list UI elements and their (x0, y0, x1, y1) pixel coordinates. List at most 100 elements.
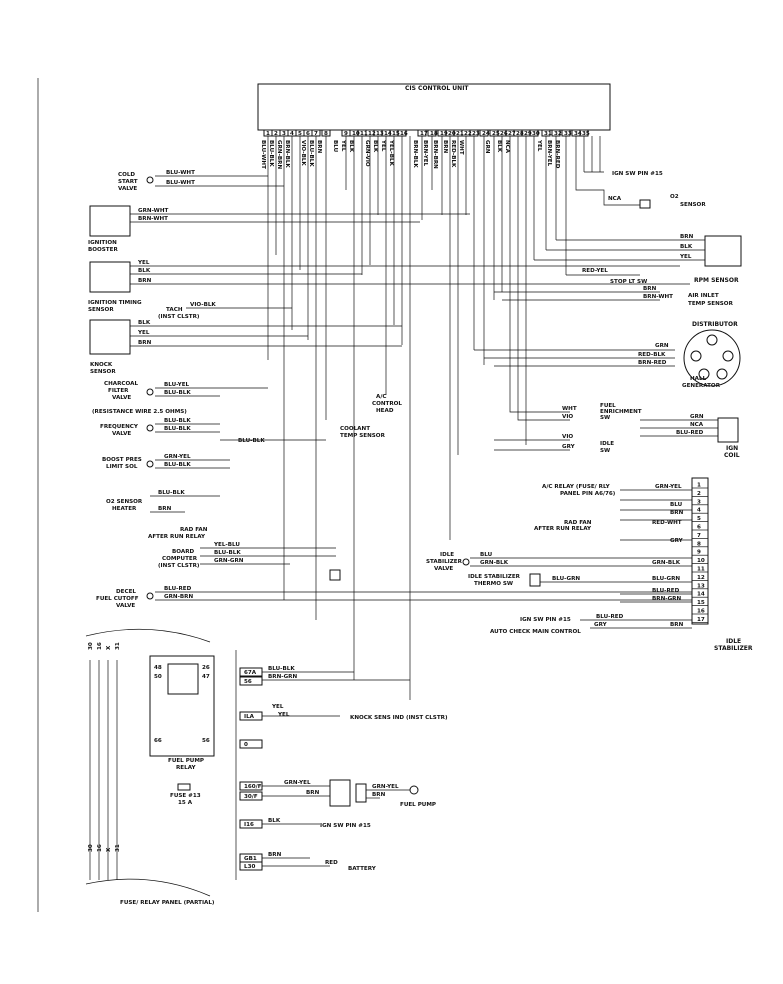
ecu-pin-number: 2 (274, 131, 278, 137)
relay-terminal-label: 30/F (244, 794, 258, 800)
relay-terminal-label: 0 (244, 742, 248, 748)
idle-blu: BLU (670, 502, 683, 508)
idle-pin-number: 15 (697, 600, 705, 606)
rpm-blk: BLK (680, 244, 693, 250)
charcoal-label-1: CHARCOAL (104, 381, 138, 387)
air-brn2: BRN-WHT (643, 294, 673, 300)
idle-valve-label-2: STABILIZER (426, 559, 463, 565)
rpm-brn: BRN (680, 234, 694, 240)
battery-red: RED (325, 860, 338, 866)
ecu-wire-label: YEL (536, 139, 542, 152)
ecu-pin-number: 29 (524, 131, 532, 137)
cold-start-valve-terminal (146, 176, 154, 184)
distributor-cap (683, 329, 741, 387)
freq-label-1: FREQUENCY (100, 424, 139, 430)
idle-pin-number: 9 (697, 550, 701, 556)
relay-coil (167, 663, 199, 695)
ign-sw-mid-label: IGN SW PIN #15 (520, 617, 571, 623)
ecu-wire-label: BLU-BLK (308, 140, 314, 167)
decel-label-3: VALVE (116, 603, 135, 609)
pump-out-brn: BRN (372, 792, 386, 798)
ac-head-label-3: HEAD (376, 408, 394, 414)
ign-booster-label-1: IGNITION (88, 240, 117, 246)
ecu-wire-label: BRN (442, 140, 448, 154)
idle-pin-number: 17 (697, 617, 705, 623)
panel-bottom-edge (85, 878, 211, 897)
ecu-pin-number: 21 (456, 131, 464, 137)
panel-pin-top: 31 (115, 642, 121, 650)
enrich-wire-1 (509, 400, 570, 413)
ecu-pin-number: 8 (324, 131, 328, 137)
ecu-pin-number: 4 (290, 131, 294, 137)
timing-sensor-label-1: IGNITION TIMING (88, 300, 142, 306)
boost-label-1: BOOST PRES (102, 457, 142, 463)
ecu-pin-number: 30 (532, 131, 540, 137)
freq-label-2: VALVE (112, 431, 131, 437)
coolant-label-1: COOLANT (340, 426, 370, 432)
auto-check-color: GRY (594, 622, 608, 628)
ecu-pin-number: 11 (360, 131, 368, 137)
ac-relay-color: GRN-YEL (655, 484, 682, 490)
idle-valve-label-3: VALVE (434, 566, 453, 572)
decel-terminal (146, 592, 154, 600)
ecu-pin-number: 13 (376, 131, 384, 137)
idle-brn: BRN (670, 510, 684, 516)
panel-pin-top: 30 (88, 642, 94, 650)
panel-pin-top: X (106, 645, 112, 650)
ecu-pin-number: 3 (282, 131, 286, 137)
ecu-wire-label: BRN-RED (554, 140, 560, 169)
idle-pin-number: 12 (697, 575, 705, 581)
distributor-terminal (706, 334, 718, 346)
idle-sw-label-2: SW (600, 448, 610, 454)
pump-brn: BRN (306, 790, 320, 796)
freq-blublk2: BLU-BLK (164, 426, 191, 432)
idle-pin-number: 3 (697, 499, 701, 505)
distributor-terminal (716, 368, 728, 380)
coil-grn: GRN (690, 414, 704, 420)
timing-sensor-box (89, 261, 131, 293)
freq-blublk: BLU-BLK (164, 418, 191, 424)
rad-fan-left-2: AFTER RUN RELAY (148, 534, 206, 540)
ecu-pin-number: 9 (344, 131, 348, 137)
o2-label-1: O2 (670, 194, 679, 200)
board-yelblu: YEL-BLU (213, 542, 240, 548)
ecu-pin-number: 22 (464, 131, 472, 137)
distributor-terminal (690, 350, 702, 362)
ecu-pin-number: 34 (574, 131, 582, 137)
idle-pin-number: 7 (697, 533, 701, 539)
ecu-wire-label: BLU-WHT (260, 140, 266, 169)
idle-sw-label-1: IDLE (600, 441, 614, 447)
cold-start-label-2: START (118, 179, 138, 185)
dist-grn: GRN (655, 343, 669, 349)
timing-yel: YEL (137, 260, 150, 266)
board-computer-connector (329, 569, 341, 581)
board-comp-label-2: COMPUTER (162, 556, 198, 562)
ign-sw-top-label: IGN SW PIN #15 (612, 171, 663, 177)
ign-sw-mid-color: BLU-RED (596, 614, 624, 620)
charcoal-label-3: VALVE (112, 395, 131, 401)
idle-stabilizer-connector (691, 477, 709, 625)
cold-start-label-1: COLD (118, 172, 135, 178)
relay-pin-number: 48 (154, 665, 162, 671)
idle-pin-blugrn: BLU-GRN (652, 576, 680, 582)
decel-label-1: DECEL (116, 589, 136, 595)
fuel-pump-symbol (409, 785, 419, 795)
resistance-wire-label: (RESISTANCE WIRE 2.5 OHMS) (92, 409, 187, 415)
ecu-wire-label: BRN-BLK (412, 140, 418, 168)
enrich-wire-2 (517, 410, 570, 421)
o2-heater-label-2: HEATER (112, 506, 137, 512)
idle-pin-number: 6 (697, 525, 701, 531)
panel-pin-bottom: 31 (115, 844, 121, 852)
ac-relay-label-2: PANEL PIN A6/76) (560, 491, 616, 497)
fuse-label-1: FUSE #13 (170, 793, 201, 799)
o2-label-2: SENSOR (680, 202, 706, 208)
rpm-sensor-label: RPM SENSOR (694, 277, 739, 284)
boost-grnyel: GRN-YEL (164, 454, 191, 460)
idle-pin-blured: BLU-RED (652, 588, 680, 594)
relay-pin-number: 56 (202, 738, 210, 744)
relay-terminal-label: 67A (244, 670, 257, 676)
o2-heater-brn: BRN (158, 506, 172, 512)
